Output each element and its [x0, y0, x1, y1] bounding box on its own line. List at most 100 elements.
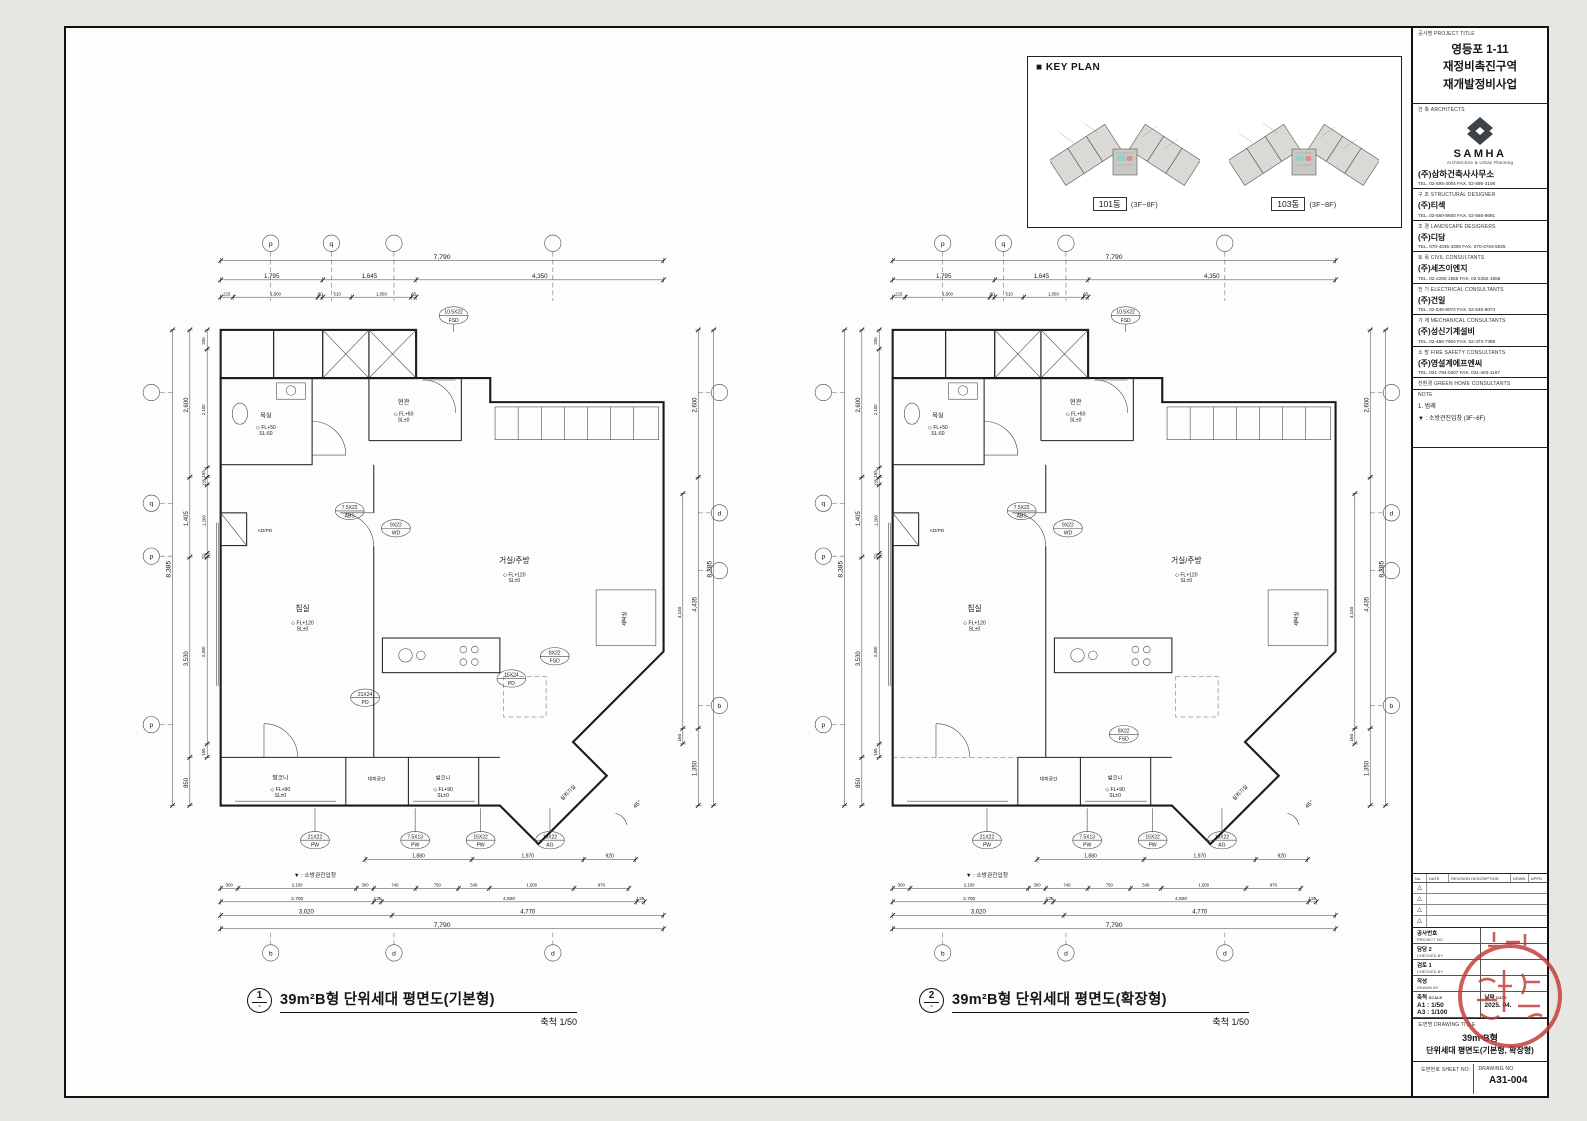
svg-text:p: p — [941, 241, 945, 248]
svg-text:335: 335 — [201, 337, 206, 345]
building-103-floors: (3F~8F) — [1309, 199, 1337, 209]
svg-text:920: 920 — [1277, 854, 1286, 860]
svg-text:540: 540 — [1142, 883, 1150, 888]
svg-text:2,700: 2,700 — [963, 896, 975, 902]
svg-text:SL±0: SL±0 — [398, 417, 410, 423]
svg-text:45°: 45° — [1305, 800, 1315, 810]
svg-text:PD: PD — [508, 681, 515, 687]
svg-text:1,050: 1,050 — [1048, 291, 1059, 296]
svg-text:p: p — [821, 554, 825, 561]
plan-title-extended: 39m²B형 단위세대 평면도(확장형) — [952, 992, 1167, 1008]
field-checked1: 검토 1 CHECKED BY — [1413, 960, 1547, 976]
svg-text:d: d — [392, 950, 396, 957]
sheet-no-label: 도면번호 SHEET NO. — [1421, 1067, 1471, 1073]
note-line-2: ▼ : 소방관진입창 (3F~6F) — [1418, 416, 1486, 423]
svg-text:335: 335 — [873, 337, 878, 345]
svg-text:8,385: 8,385 — [707, 561, 714, 578]
svg-text:3,300: 3,300 — [873, 646, 878, 657]
svg-text:4,350: 4,350 — [1204, 273, 1220, 280]
svg-text:7.5X22: 7.5X22 — [1014, 505, 1030, 511]
plan-caption-extended: 2 - 39m²B형 단위세대 평면도(확장형) 축척 1/50 — [919, 988, 1249, 1028]
svg-text:4,350: 4,350 — [532, 273, 548, 280]
architect-firm-name: (주)삼하건축사사무소 — [1418, 168, 1495, 179]
svg-text:540: 540 — [470, 883, 478, 888]
svg-text:3,300: 3,300 — [201, 646, 206, 657]
architects-label: 건 축 ARCHITECTS — [1418, 106, 1465, 113]
revision-row: △ — [1413, 905, 1547, 916]
svg-text:1,970: 1,970 — [1194, 854, 1207, 860]
svg-text:8X22: 8X22 — [549, 650, 561, 656]
svg-text:3,530: 3,530 — [856, 651, 862, 667]
svg-text:2,600: 2,600 — [692, 397, 698, 413]
svg-text:4,770: 4,770 — [1192, 910, 1208, 916]
svg-text:7.5X13: 7.5X13 — [407, 834, 423, 840]
title-block: 공사명 PROJECT TITLE 영등포 1-11 재정비촉진구역 재개발정비… — [1411, 28, 1547, 1096]
svg-text:실외기실: 실외기실 — [558, 783, 577, 802]
field-checked1-value — [1481, 960, 1548, 975]
date-value: 2025. 04. — [1484, 1002, 1512, 1009]
svg-text:SL±0: SL±0 — [1109, 793, 1121, 799]
svg-text:대피공간: 대피공간 — [368, 776, 386, 783]
drawing-title-line1: 39m²B형 — [1462, 1033, 1498, 1043]
svg-text:7,790: 7,790 — [434, 922, 451, 929]
plan-scale-basic: 축척 1/50 — [540, 1017, 577, 1027]
building-101-footprint-graphic — [1050, 122, 1201, 186]
svg-text:1,970: 1,970 — [522, 854, 535, 860]
plan-number-sub-1: - — [252, 1002, 267, 1010]
svg-text:1,500: 1,500 — [942, 291, 953, 296]
svg-text:1,880: 1,880 — [412, 854, 425, 860]
svg-text:q: q — [821, 501, 825, 508]
svg-text:2,600: 2,600 — [1364, 397, 1370, 413]
keyplan-building-103: 103동 (3F~8F) — [1228, 93, 1379, 211]
field-drawn: 작성 DRAWN BY — [1413, 976, 1547, 992]
building-101-floors: (3F~8F) — [1130, 199, 1158, 209]
building-101-label: 101동 (3F~8F) — [1092, 197, 1158, 211]
electrical-section: 전 기 ELECTRICAL CONSULTANTS (주)건일 TEL. 02… — [1413, 284, 1547, 316]
svg-text:ABS: ABS — [1017, 513, 1028, 519]
svg-text:21X24: 21X24 — [358, 692, 373, 698]
svg-text:15X22: 15X22 — [473, 834, 488, 840]
svg-text:165: 165 — [873, 470, 878, 478]
revision-table: No. DATE REVISION DESCRIPTION DRWN APPD … — [1413, 874, 1547, 928]
svg-text:1,405: 1,405 — [184, 510, 190, 526]
building-103-footprint-graphic — [1228, 122, 1379, 186]
svg-text:발코니: 발코니 — [436, 774, 451, 782]
svg-text:9X22: 9X22 — [1062, 522, 1074, 528]
svg-text:9X22: 9X22 — [390, 522, 402, 528]
svg-text:4,435: 4,435 — [692, 596, 698, 612]
note-line-1: 1. 범례 — [1418, 404, 1436, 411]
svg-text:현관: 현관 — [1070, 397, 1082, 406]
svg-text:AG: AG — [546, 843, 553, 849]
svg-text:1,200: 1,200 — [873, 515, 878, 526]
svg-text:80: 80 — [318, 291, 323, 296]
svg-text:SL±0: SL±0 — [275, 793, 287, 799]
svg-text:300: 300 — [1034, 883, 1042, 888]
svg-text:SL±0: SL±0 — [1070, 417, 1082, 423]
svg-text:세탁실: 세탁실 — [620, 611, 628, 626]
svg-text:욕실: 욕실 — [260, 411, 272, 420]
svg-text:◇ FL+120: ◇ FL+120 — [503, 572, 526, 578]
svg-text:PO: PO — [361, 700, 368, 706]
svg-text:920: 920 — [605, 854, 614, 860]
architect-logo: SAMHA Architecture & Urban Planning — [1418, 113, 1542, 166]
svg-text:160: 160 — [873, 748, 878, 756]
field-project-no: 공사번호 PROJECT NO. — [1413, 928, 1547, 944]
svg-text:45°: 45° — [633, 800, 643, 810]
svg-text:70: 70 — [873, 554, 878, 559]
svg-text:ABS: ABS — [345, 513, 356, 519]
caption-rule — [280, 1012, 577, 1013]
svg-text:300: 300 — [898, 883, 906, 888]
svg-text:FSD: FSD — [449, 318, 459, 324]
svg-text:80: 80 — [990, 291, 995, 296]
landscape-section: 조 경 LANDSCAPE DESIGNERS (주)디담 TEL. 070-4… — [1413, 221, 1547, 253]
svg-text:4,435: 4,435 — [1364, 596, 1370, 612]
svg-text:135: 135 — [636, 896, 644, 902]
svg-text:1,880: 1,880 — [1084, 854, 1097, 860]
key-plan-panel: ■ KEY PLAN — [1027, 56, 1402, 228]
svg-text:▼ : 소방관진입창: ▼ : 소방관진입창 — [966, 871, 1009, 879]
svg-text:2,100: 2,100 — [292, 883, 303, 888]
